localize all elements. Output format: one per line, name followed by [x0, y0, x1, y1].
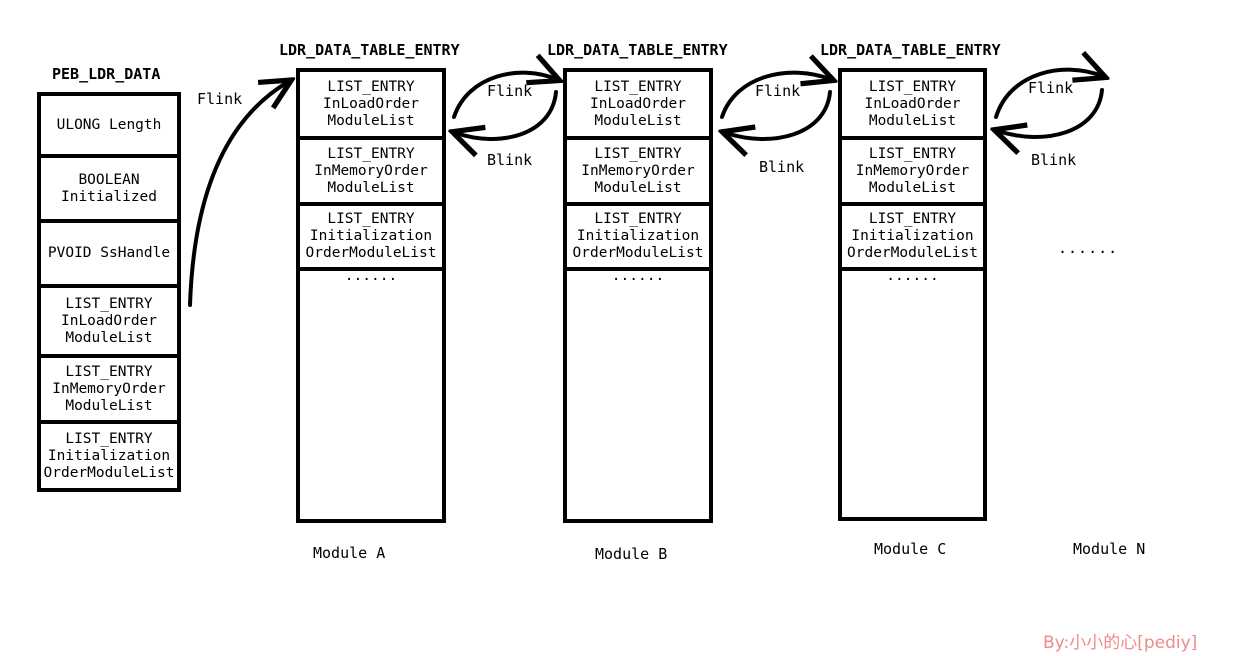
module-n-ellipsis: ······ — [1058, 243, 1119, 261]
entry-a-row-inloadorder-line-2: ModuleList — [327, 112, 415, 129]
entry-c-row-inmemoryorder-line-2: ModuleList — [868, 179, 957, 196]
entry-b-row-inloadorder: LIST_ENTRY InLoadOrder ModuleList — [567, 72, 709, 140]
peb-row-inloadorder: LIST_ENTRY InLoadOrder ModuleList — [41, 288, 177, 358]
peb-ldr-data-box: ULONG Length BOOLEAN Initialized PVOID S… — [37, 92, 181, 492]
peb-row-initialized-line-0: BOOLEAN — [78, 171, 140, 188]
peb-row-initializationorder-line-2: OrderModuleList — [43, 464, 175, 481]
flink-label-c-to-n: Flink — [1028, 79, 1074, 97]
peb-row-inloadorder-line-1: InLoadOrder — [60, 312, 158, 329]
entry-c-row-inloadorder-line-2: ModuleList — [868, 112, 957, 129]
peb-ldr-data-title: PEB_LDR_DATA — [52, 65, 161, 83]
blink-label-b-to-a: Blink — [487, 151, 533, 169]
peb-row-inmemoryorder-line-0: LIST_ENTRY — [65, 363, 153, 380]
entry-a-row-rest: ······ — [300, 271, 442, 290]
entry-c-row-initializationorder: LIST_ENTRY Initialization OrderModuleLis… — [842, 206, 983, 271]
entry-b-row-inloadorder-line-0: LIST_ENTRY — [594, 78, 682, 95]
peb-row-inmemoryorder: LIST_ENTRY InMemoryOrder ModuleList — [41, 358, 177, 424]
peb-row-initializationorder: LIST_ENTRY Initialization OrderModuleLis… — [41, 424, 177, 488]
ldr-entry-title-b: LDR_DATA_TABLE_ENTRY — [547, 41, 728, 59]
entry-b-row-initializationorder-line-0: LIST_ENTRY — [594, 211, 682, 227]
peb-row-inloadorder-line-0: LIST_ENTRY — [65, 295, 153, 312]
flink-label-a-to-b: Flink — [487, 82, 533, 100]
entry-b-row-inmemoryorder-line-2: ModuleList — [594, 179, 682, 196]
peb-row-sshandle: PVOID SsHandle — [41, 223, 177, 288]
flink-arrow-peb-to-a — [188, 82, 288, 307]
module-label-a: Module A — [313, 544, 386, 562]
entry-a-row-initializationorder-line-2: OrderModuleList — [305, 245, 437, 261]
entry-a-row-inloadorder-line-1: InLoadOrder — [322, 95, 420, 112]
ldr-entry-box-a: LIST_ENTRY InLoadOrder ModuleList LIST_E… — [296, 68, 446, 523]
ldr-entry-title-c: LDR_DATA_TABLE_ENTRY — [820, 41, 1001, 59]
entry-b-row-inloadorder-line-1: InLoadOrder — [589, 95, 687, 112]
ldr-entry-box-b: LIST_ENTRY InLoadOrder ModuleList LIST_E… — [563, 68, 713, 523]
ldr-entry-title-a: LDR_DATA_TABLE_ENTRY — [279, 41, 460, 59]
peb-row-inloadorder-line-2: ModuleList — [65, 329, 153, 346]
entry-a-row-inmemoryorder-line-2: ModuleList — [327, 179, 415, 196]
module-label-n: Module N — [1073, 540, 1146, 558]
entry-c-row-initializationorder-line-0: LIST_ENTRY — [868, 211, 957, 227]
flink-label-peb-to-a: Flink — [197, 90, 243, 108]
peb-row-initializationorder-line-1: Initialization — [47, 447, 171, 464]
entry-b-row-inmemoryorder-line-1: InMemoryOrder — [581, 162, 695, 179]
entry-b-ellipsis: ······ — [611, 272, 665, 288]
entry-a-row-inmemoryorder-line-0: LIST_ENTRY — [327, 145, 415, 162]
peb-row-sshandle-line-0: PVOID SsHandle — [47, 245, 171, 261]
entry-a-ellipsis: ······ — [344, 272, 398, 288]
ldr-entry-box-c: LIST_ENTRY InLoadOrder ModuleList LIST_E… — [838, 68, 987, 521]
entry-b-row-inloadorder-line-2: ModuleList — [594, 112, 682, 129]
entry-b-row-rest: ······ — [567, 271, 709, 290]
entry-c-row-inmemoryorder-line-0: LIST_ENTRY — [868, 145, 957, 162]
peb-row-inmemoryorder-line-1: InMemoryOrder — [52, 380, 166, 397]
entry-b-row-inmemoryorder-line-0: LIST_ENTRY — [594, 145, 682, 162]
entry-c-row-inloadorder-line-0: LIST_ENTRY — [868, 78, 957, 95]
flink-label-b-to-c: Flink — [755, 82, 801, 100]
blink-label-n-to-c: Blink — [1031, 151, 1077, 169]
entry-b-row-initializationorder: LIST_ENTRY Initialization OrderModuleLis… — [567, 206, 709, 271]
blink-label-c-to-b: Blink — [759, 158, 805, 176]
blink-arrow-n-to-c — [998, 88, 1104, 137]
entry-c-row-inloadorder-line-1: InLoadOrder — [864, 95, 961, 112]
entry-a-row-inloadorder: LIST_ENTRY InLoadOrder ModuleList — [300, 72, 442, 140]
entry-a-row-initializationorder-line-0: LIST_ENTRY — [327, 211, 415, 227]
peb-row-length: ULONG Length — [41, 96, 177, 158]
module-label-b: Module B — [595, 545, 668, 563]
entry-c-ellipsis: ······ — [886, 272, 939, 288]
peb-row-inmemoryorder-line-2: ModuleList — [65, 397, 153, 414]
module-label-c: Module C — [874, 540, 947, 558]
entry-c-row-inloadorder: LIST_ENTRY InLoadOrder ModuleList — [842, 72, 983, 140]
entry-a-row-inmemoryorder: LIST_ENTRY InMemoryOrder ModuleList — [300, 140, 442, 206]
entry-b-row-initializationorder-line-1: Initialization — [576, 228, 700, 244]
entry-b-row-initializationorder-line-2: OrderModuleList — [572, 245, 704, 261]
entry-c-row-initializationorder-line-2: OrderModuleList — [847, 245, 978, 261]
entry-c-row-rest: ······ — [842, 271, 983, 290]
entry-c-row-inmemoryorder: LIST_ENTRY InMemoryOrder ModuleList — [842, 140, 983, 206]
peb-row-initialized: BOOLEAN Initialized — [41, 158, 177, 223]
entry-a-row-inmemoryorder-line-1: InMemoryOrder — [314, 162, 428, 179]
entry-a-row-inloadorder-line-0: LIST_ENTRY — [327, 78, 415, 95]
peb-row-initialized-line-1: Initialized — [60, 188, 158, 205]
entry-c-row-inmemoryorder-line-1: InMemoryOrder — [855, 162, 970, 179]
entry-a-row-initializationorder: LIST_ENTRY Initialization OrderModuleLis… — [300, 206, 442, 271]
entry-b-row-inmemoryorder: LIST_ENTRY InMemoryOrder ModuleList — [567, 140, 709, 206]
entry-c-row-initializationorder-line-1: Initialization — [851, 228, 974, 244]
peb-row-length-line-0: ULONG Length — [56, 116, 162, 133]
watermark-credit: By:小小的心[pediy] — [1043, 633, 1198, 653]
entry-a-row-initializationorder-line-1: Initialization — [309, 228, 433, 244]
peb-row-initializationorder-line-0: LIST_ENTRY — [65, 430, 153, 447]
